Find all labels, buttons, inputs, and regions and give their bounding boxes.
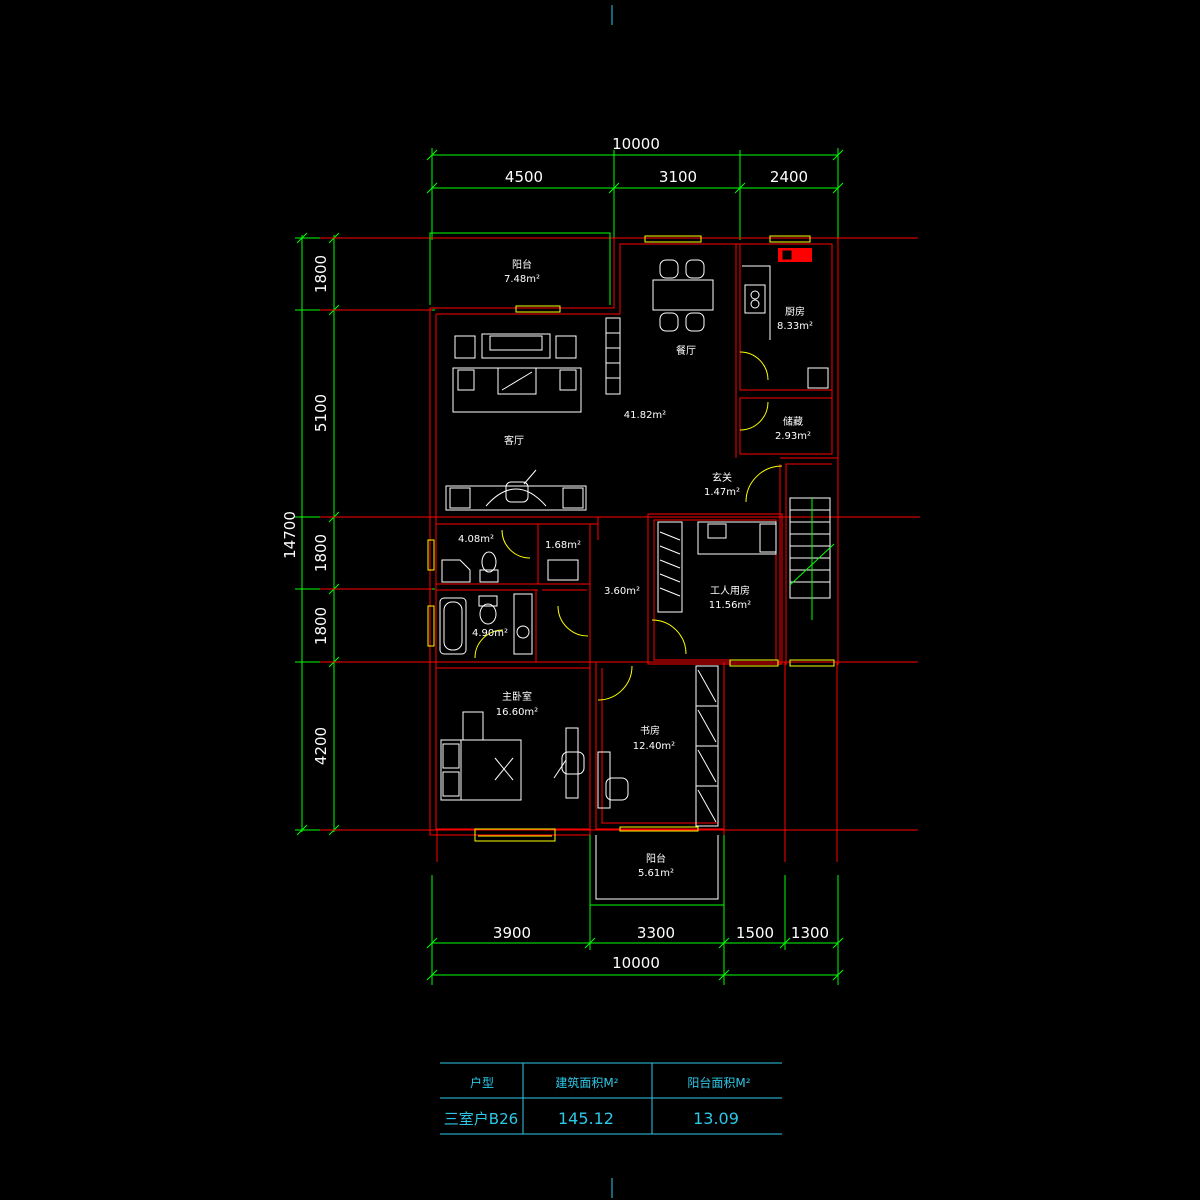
- maid-room-furniture-icon: [651, 521, 777, 655]
- bottom-dimension-1: 3900: [493, 924, 531, 942]
- tv-cabinet-icon: [445, 469, 587, 511]
- study-furniture-icon: [597, 665, 719, 827]
- bottom-total-dimension: 10000: [612, 954, 660, 972]
- table-cell-building-area: 145.12: [558, 1109, 614, 1128]
- balcony-bottom-name: 阳台: [646, 852, 666, 865]
- hall-area: 3.60m²: [604, 586, 640, 597]
- top-total-dimension: 10000: [612, 135, 660, 153]
- windows: [427, 235, 835, 832]
- balcony-top-area: 7.48m²: [504, 274, 540, 285]
- top-dimension-3: 2400: [770, 168, 808, 186]
- bottom-dimension-4: 1300: [791, 924, 829, 942]
- top-dimension-lines: [426, 148, 844, 240]
- maid-room-name: 工人用房: [710, 584, 750, 597]
- kitchen-area: 8.33m²: [777, 321, 813, 332]
- summary-table-grid: [440, 1062, 782, 1135]
- storage-name: 储藏: [783, 415, 803, 428]
- bath1-area: 4.08m²: [458, 534, 494, 545]
- kitchen-name: 厨房: [785, 305, 805, 318]
- entry-area: 1.47m²: [704, 487, 740, 498]
- bath2-fixtures-icon: [439, 593, 533, 659]
- bottom-dimension-3: 1500: [736, 924, 774, 942]
- dining-table-icon: [652, 259, 714, 332]
- left-dimension-4: 1800: [312, 607, 330, 645]
- hall-doors-icon: [557, 605, 633, 701]
- table-header-type: 户型: [470, 1075, 494, 1090]
- bottom-dimension-2: 3300: [637, 924, 675, 942]
- study-name: 书房: [640, 724, 660, 737]
- entry-door-icon: [745, 465, 783, 503]
- top-dimension-2: 3100: [659, 168, 697, 186]
- balcony-top-name: 阳台: [512, 258, 532, 271]
- master-bedroom-name: 主卧室: [502, 690, 532, 703]
- storage-door-icon: [739, 401, 769, 431]
- bath2-area: 4.90m²: [472, 628, 508, 639]
- table-header-building-area: 建筑面积M²: [555, 1075, 618, 1090]
- sofa-set-icon: [452, 333, 582, 413]
- bath1-fixtures-icon: [441, 529, 579, 583]
- storage-area: 2.93m²: [775, 431, 811, 442]
- study-area: 12.40m²: [633, 741, 675, 752]
- left-dimension-3: 1800: [312, 534, 330, 572]
- balcony-bottom-area: 5.61m²: [638, 868, 674, 879]
- top-dimension-1: 4500: [505, 168, 543, 186]
- shelf-icon: [605, 317, 621, 395]
- entry-name: 玄关: [712, 471, 732, 484]
- master-bedroom-area: 16.60m²: [496, 707, 538, 718]
- left-dimension-1: 1800: [312, 255, 330, 293]
- table-header-balcony-area: 阳台面积M²: [687, 1075, 750, 1090]
- table-cell-type: 三室户B26: [444, 1110, 518, 1128]
- kitchen-fixtures-icon: [739, 248, 829, 389]
- walls: [429, 232, 839, 906]
- wc-area: 1.68m²: [545, 540, 581, 551]
- dining-name: 餐厅: [676, 344, 696, 357]
- left-dimension-2: 5100: [312, 394, 330, 432]
- maid-room-area: 11.56m²: [709, 600, 751, 611]
- table-cell-balcony-area: 13.09: [693, 1109, 739, 1128]
- master-bed-icon: [440, 711, 585, 801]
- stairs-icon: [789, 497, 835, 620]
- left-total-dimension: 14700: [281, 511, 299, 559]
- living-area: 41.82m²: [624, 410, 666, 421]
- left-dimension-5: 4200: [312, 727, 330, 765]
- living-name: 客厅: [504, 434, 524, 447]
